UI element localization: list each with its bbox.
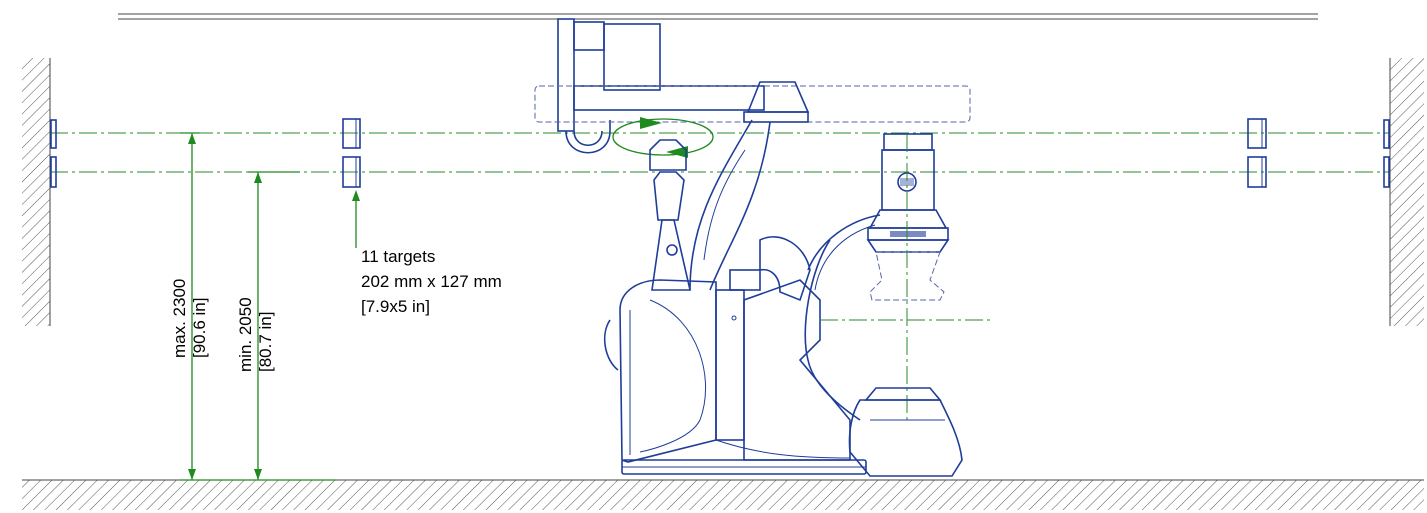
right-wall bbox=[1389, 58, 1424, 326]
ceiling-mount bbox=[557, 18, 661, 154]
base-plate bbox=[621, 459, 867, 475]
ceiling bbox=[118, 13, 1318, 20]
targets-annotation: 11 targets 202 mm x 127 mm [7.9x5 in] bbox=[361, 247, 502, 316]
floor-hatching bbox=[22, 479, 1424, 510]
detector-centerlines bbox=[820, 134, 990, 420]
dimension-min bbox=[180, 171, 335, 481]
c-arm bbox=[729, 214, 881, 421]
targets-count: 11 targets bbox=[361, 247, 435, 266]
max-height-label: max. 2300 [90.6 in] bbox=[170, 279, 209, 358]
xray-source bbox=[848, 387, 963, 477]
targets-left bbox=[342, 118, 361, 188]
left-wall bbox=[22, 58, 51, 326]
wall-targets-right bbox=[1383, 119, 1390, 188]
target-centerlines bbox=[50, 132, 1390, 173]
targets-size-mm: 202 mm x 127 mm bbox=[361, 272, 502, 291]
detector bbox=[866, 133, 950, 301]
wall-targets-left bbox=[50, 119, 57, 188]
column bbox=[649, 139, 692, 291]
min-height-label: min. 2050 [80.7 in] bbox=[236, 297, 275, 372]
max-height-in: [90.6 in] bbox=[190, 298, 209, 359]
targets-right bbox=[1247, 118, 1267, 188]
targets-size-in: [7.9x5 in] bbox=[361, 297, 430, 316]
dimension-max bbox=[180, 132, 200, 480]
base-unit bbox=[603, 279, 851, 463]
horizontal-arm bbox=[534, 81, 971, 123]
curved-gantry bbox=[689, 119, 771, 291]
rotation-indicator bbox=[612, 117, 714, 158]
max-height-mm: max. 2300 bbox=[170, 279, 189, 358]
min-height-in: [80.7 in] bbox=[256, 312, 275, 373]
min-height-mm: min. 2050 bbox=[236, 297, 255, 372]
targets-leader bbox=[352, 190, 360, 248]
